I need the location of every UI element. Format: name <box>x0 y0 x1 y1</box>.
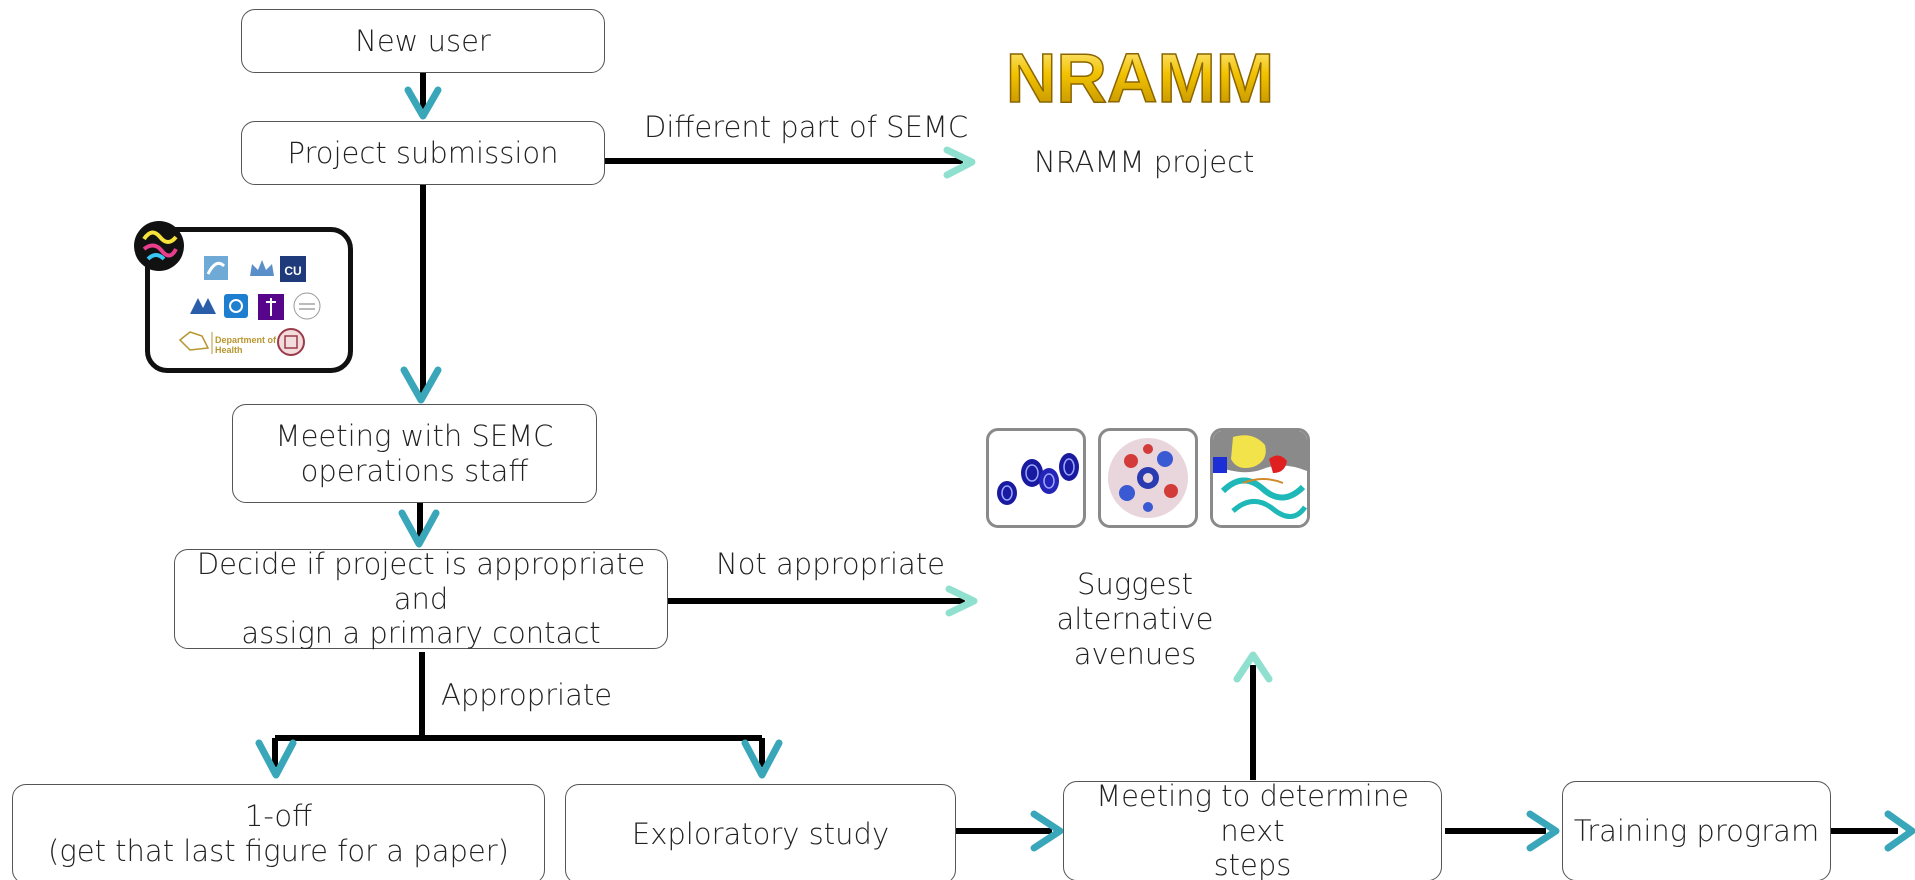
node-one-off: 1-off (get that last figure for a paper) <box>12 784 545 880</box>
rockefeller-logo <box>293 292 321 320</box>
partner-logos: CU Department of Health <box>178 256 321 356</box>
node-meeting-semc: Meeting with SEMC operations staff <box>232 404 597 503</box>
institution-logo-1 <box>204 256 228 280</box>
edge-label-not-appropriate: Not appropriate <box>716 547 946 581</box>
edge-label-different-part: Different part of SEMC <box>644 110 969 144</box>
cuny-logo <box>280 256 306 282</box>
arrowhead-to-meeting <box>400 366 442 404</box>
node-meeting-next-steps: Meeting to determine next steps <box>1063 779 1442 880</box>
institution-logo-mountain <box>190 298 216 314</box>
arrowhead-to-nramm <box>943 146 976 179</box>
arrowhead-up-to-suggest <box>1233 651 1273 683</box>
arrowhead-to-decide <box>398 509 440 548</box>
arrowhead-to-suggest <box>945 585 978 617</box>
nyscf-badge-logo <box>134 221 184 271</box>
arrowhead-to-training <box>1526 810 1560 852</box>
svg-text:CU: CU <box>284 264 301 278</box>
columbia-crown-logo <box>250 260 274 276</box>
nramm-logo: NRAMM <box>1005 38 1275 114</box>
thumbnail-protein-ribbon <box>1210 428 1310 528</box>
thumbnail-density-maps <box>986 428 1086 528</box>
arrowhead-training-out <box>1884 810 1915 852</box>
node-decide-appropriate: Decide if project is appropriate and ass… <box>174 547 668 650</box>
cornell-seal-logo <box>277 328 305 356</box>
outcome-nramm-project: NRAMM project <box>1034 145 1255 179</box>
edge-label-appropriate: Appropriate <box>441 678 613 712</box>
thumbnail-surface-map <box>1098 428 1198 528</box>
arrowhead-to-exploratory <box>741 739 783 779</box>
node-training-program: Training program <box>1562 781 1831 880</box>
node-new-user: New user <box>241 9 605 73</box>
svg-text:Health: Health <box>215 345 243 355</box>
doh-logo-text: Department of <box>215 335 277 345</box>
node-project-submission: Project submission <box>241 121 605 185</box>
arrowhead-to-meeting-next <box>1030 810 1064 852</box>
node-exploratory-study: Exploratory study <box>565 784 956 880</box>
arrowhead-to-submission <box>404 86 442 120</box>
arrowhead-to-one-off <box>255 739 297 779</box>
outcome-suggest-alternative: Suggest alternative avenues <box>1056 567 1214 671</box>
nys-outline-logo <box>178 331 210 351</box>
nramm-logo-text: NRAMM <box>1006 39 1274 114</box>
institution-logo-blue <box>224 294 248 318</box>
